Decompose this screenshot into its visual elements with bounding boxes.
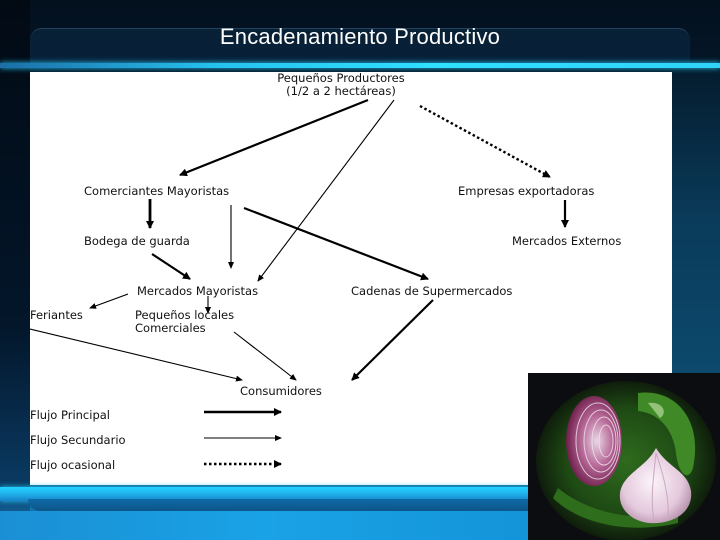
node-pequenos-locales-comerciales: Pequeños locales Comerciales bbox=[135, 309, 234, 335]
node-feriantes: Feriantes bbox=[30, 308, 83, 322]
bottom-shelf bbox=[28, 499, 528, 511]
legend-label-ocasional: Flujo ocasional bbox=[30, 458, 116, 472]
node-pequenos-productores-line2: (1/2 a 2 hectáreas) bbox=[286, 84, 396, 98]
node-consumidores: Consumidores bbox=[240, 384, 322, 398]
top-glow-line bbox=[0, 63, 720, 68]
node-comerciantes-mayoristas: Comerciantes Mayoristas bbox=[84, 184, 230, 198]
slide-background-left bbox=[0, 0, 30, 540]
node-bodega-de-guarda: Bodega de guarda bbox=[84, 234, 190, 248]
node-cadenas-supermercados: Cadenas de Supermercados bbox=[351, 284, 513, 298]
slide-title: Encadenamiento Productivo bbox=[219, 24, 501, 49]
node-empresas-exportadoras: Empresas exportadoras bbox=[458, 184, 595, 198]
bottom-background bbox=[0, 511, 530, 540]
title-bar bbox=[30, 28, 690, 65]
node-pequenos-productores-line1: Pequeños Productores bbox=[277, 71, 405, 85]
node-pequenos-locales-line1: Pequeños locales bbox=[135, 308, 235, 322]
onion-garlic-illustration bbox=[528, 373, 720, 540]
onion-garlic-photo bbox=[528, 373, 720, 540]
diagram-arrows bbox=[30, 98, 569, 468]
slide-background-right bbox=[672, 60, 720, 380]
legend-label-secundario: Flujo Secundario bbox=[30, 433, 126, 447]
node-mercados-externos: Mercados Externos bbox=[512, 234, 622, 248]
node-pequenos-locales-line2: Comerciales bbox=[135, 321, 206, 335]
node-pequenos-productores: Pequeños Productores (1/2 a 2 hectáreas) bbox=[266, 72, 416, 98]
bottom-glow-line bbox=[0, 487, 530, 501]
node-mercados-mayoristas: Mercados Mayoristas bbox=[137, 284, 259, 298]
legend-label-principal: Flujo Principal bbox=[30, 408, 110, 422]
